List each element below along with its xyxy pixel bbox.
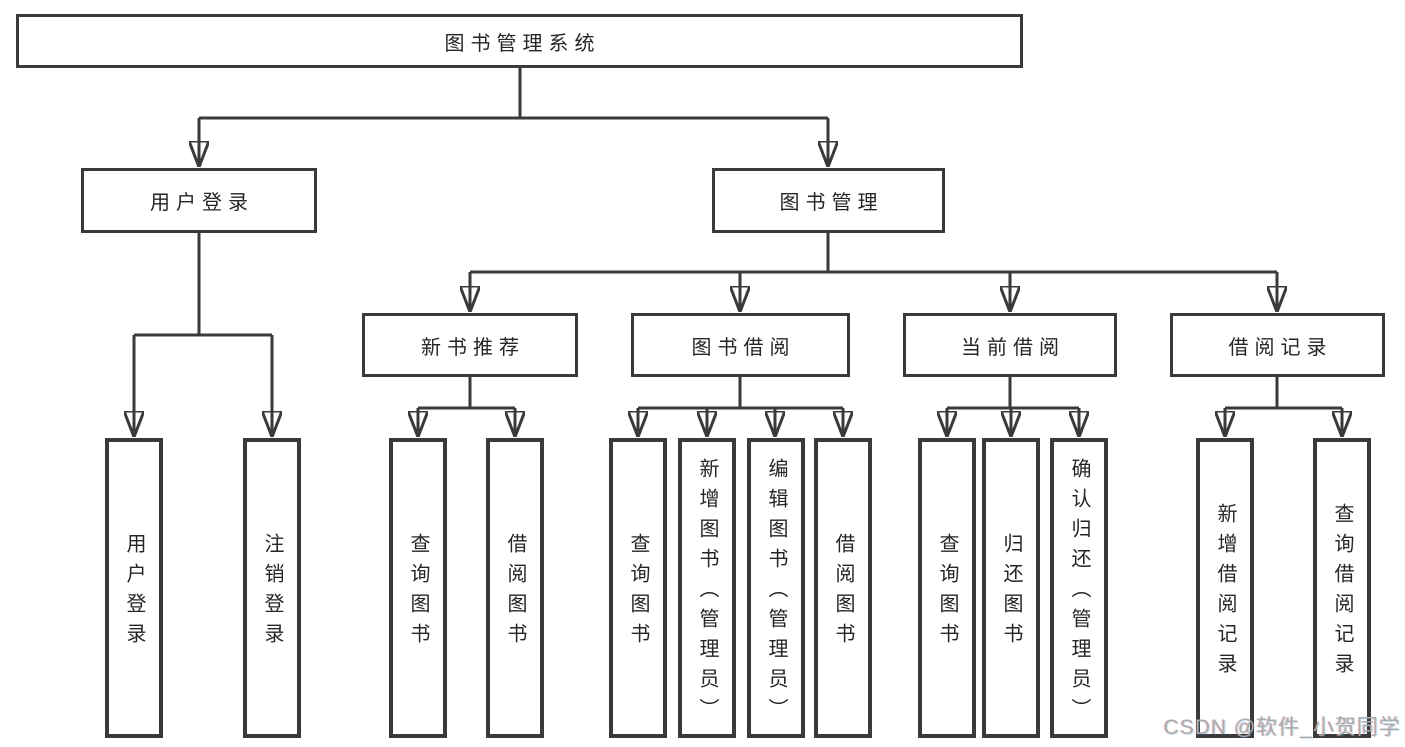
leaf-confirm-return-admin: 确认归还（管理员） [1050,438,1108,738]
leaf-return-books: 归还图书 [982,438,1040,738]
leaf-logout-login: 注销登录 [243,438,301,738]
leaf-add-books-admin: 新增图书（管理员） [678,438,736,738]
node-label: 新增借阅记录 [1214,503,1236,683]
node-label: 查询借阅记录 [1331,503,1353,683]
node-label: 查询图书 [627,533,649,653]
node-label: 新增图书（管理员） [696,458,718,728]
node-book-management: 图书管理 [712,168,945,233]
leaf-query-books-recommend: 查询图书 [389,438,447,738]
node-label: 用户登录 [150,192,254,214]
leaf-edit-books-admin: 编辑图书（管理员） [747,438,805,738]
node-label: 图书借阅 [691,336,796,359]
node-label: 借阅记录 [1228,336,1333,359]
node-label: 当前借阅 [961,336,1065,359]
node-label: 图书管理系统 [444,32,601,55]
node-label: 查询图书 [936,533,958,653]
leaf-query-books-borrow: 查询图书 [609,438,667,738]
node-label: 编辑图书（管理员） [765,458,787,728]
node-current-borrow: 当前借阅 [903,313,1117,377]
leaf-query-books-current: 查询图书 [918,438,976,738]
node-label: 注销登录 [261,533,283,653]
node-user-login: 用户登录 [81,168,317,233]
leaf-user-login: 用户登录 [105,438,163,738]
leaf-borrow-books-recommend: 借阅图书 [486,438,544,738]
leaf-add-borrow-record: 新增借阅记录 [1196,438,1254,738]
node-system-root: 图书管理系统 [16,14,1023,68]
node-label: 借阅图书 [504,533,526,653]
node-label: 借阅图书 [832,533,854,653]
node-book-borrow: 图书借阅 [631,313,850,377]
node-label: 归还图书 [1000,533,1022,653]
node-label: 查询图书 [407,533,429,653]
node-new-book-recommend: 新书推荐 [362,313,578,377]
node-label: 图书管理 [779,192,884,214]
node-borrow-record: 借阅记录 [1170,313,1385,377]
leaf-query-borrow-record: 查询借阅记录 [1313,438,1371,738]
node-label: 新书推荐 [421,336,525,359]
node-label: 用户登录 [123,533,145,653]
leaf-borrow-books: 借阅图书 [814,438,872,738]
node-label: 确认归还（管理员） [1068,458,1090,728]
